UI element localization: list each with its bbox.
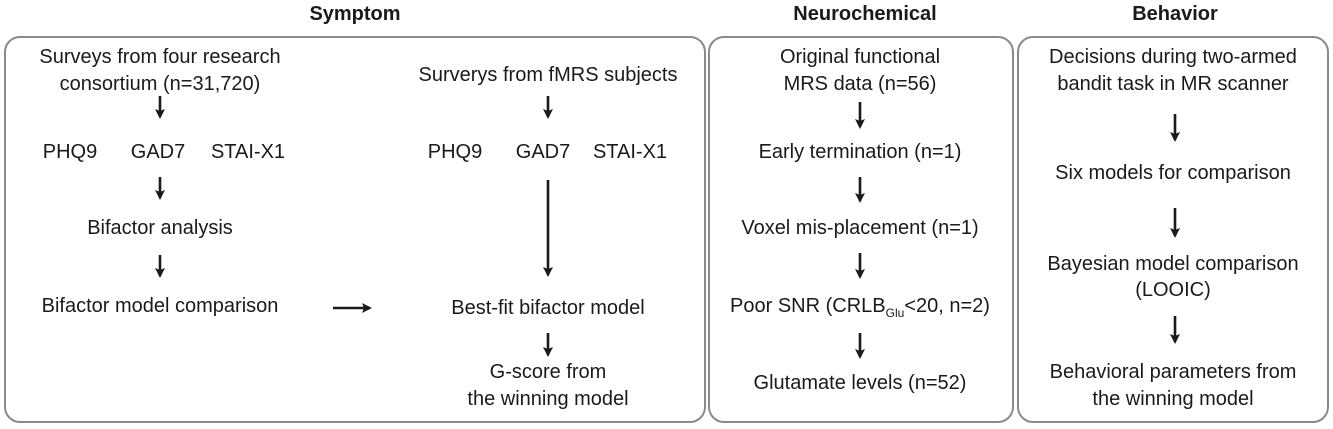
- early-termination: Early termination (n=1): [758, 141, 962, 163]
- gscore-line2: the winning model: [467, 388, 629, 410]
- best-fit-bifactor-model: Best-fit bifactor model: [451, 297, 645, 319]
- poor-snr-prefix: Poor SNR (CRLB: [730, 295, 886, 317]
- gad7-label: GAD7: [130, 141, 186, 163]
- header-symptom: Symptom: [309, 3, 401, 25]
- original-mrs-line1: Original functional: [779, 46, 941, 68]
- phq9-label-fmrs: PHQ9: [427, 141, 483, 163]
- behavior-panel: [1017, 36, 1329, 423]
- surveys-consortium-line1: Surveys from four research: [39, 46, 281, 68]
- poor-snr-subscript: Glu: [885, 306, 905, 320]
- symptom-panel: [4, 36, 706, 423]
- decisions-line2: bandit task in MR scanner: [1057, 73, 1289, 95]
- surveys-consortium-line2: consortium (n=31,720): [59, 73, 261, 95]
- staix1-label: STAI-X1: [210, 141, 286, 163]
- neurochemical-panel: [708, 36, 1014, 423]
- poor-snr: Poor SNR (CRLBGlu<20, n=2): [710, 292, 1010, 327]
- bayesian-line2: (LOOIC): [1135, 279, 1211, 301]
- voxel-misplacement: Voxel mis-placement (n=1): [741, 217, 979, 239]
- gad7-label-fmrs: GAD7: [515, 141, 571, 163]
- header-neurochemical: Neurochemical: [793, 3, 937, 25]
- six-models: Six models for comparison: [1055, 162, 1291, 184]
- gscore-line1: G-score from: [489, 361, 607, 383]
- bifactor-model-comparison: Bifactor model comparison: [41, 295, 279, 317]
- staix1-label-fmrs: STAI-X1: [592, 141, 668, 163]
- original-mrs-line2: MRS data (n=56): [783, 73, 937, 95]
- phq9-label: PHQ9: [42, 141, 98, 163]
- params-line2: the winning model: [1092, 388, 1254, 410]
- bifactor-analysis: Bifactor analysis: [87, 217, 233, 239]
- header-behavior: Behavior: [1132, 3, 1218, 25]
- glutamate-levels: Glutamate levels (n=52): [753, 372, 967, 394]
- surveys-fmrs-subjects: Surverys from fMRS subjects: [418, 64, 678, 86]
- poor-snr-suffix: <20, n=2): [904, 295, 990, 317]
- params-line1: Behavioral parameters from: [1049, 361, 1297, 383]
- decisions-line1: Decisions during two-armed: [1049, 46, 1297, 68]
- bayesian-line1: Bayesian model comparison: [1047, 253, 1299, 275]
